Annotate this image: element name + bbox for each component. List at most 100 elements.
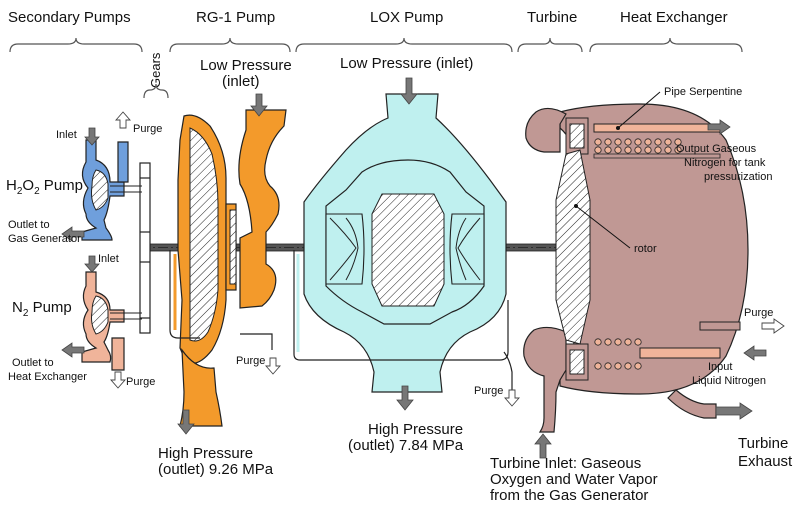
pipe-coil [614, 362, 622, 370]
rg1-pump [169, 109, 287, 427]
h2o2-pump-label: H2O2 Pump [6, 177, 83, 197]
pipe-serpentine-bottom [639, 347, 721, 359]
brace-rg1 [169, 37, 291, 53]
brace-gears [143, 83, 169, 99]
output-gaseous-label-3: pressurization [704, 171, 772, 183]
pipe-coil [634, 146, 642, 154]
input-ln2-label-1: Input [708, 361, 732, 373]
lox-purge-arrow [504, 389, 520, 407]
section-turbine: Turbine [527, 9, 577, 26]
pipe-coil [614, 146, 622, 154]
pipe-coil [594, 362, 602, 370]
n2-pump [81, 271, 142, 371]
hx-output-arrow [707, 119, 731, 135]
h2o2-purge-label: Purge [133, 123, 162, 135]
section-secondary-pumps: Secondary Pumps [8, 9, 131, 26]
outlet-gg-label-1: Outlet to [8, 219, 50, 231]
n2-purge-arrow [110, 371, 126, 389]
lox-purge-label: Purge [474, 385, 503, 397]
brace-turbine [517, 37, 583, 53]
pipe-coil [664, 138, 672, 146]
lox-high-pressure-label-2: (outlet) 7.84 MPa [348, 437, 464, 454]
pipe-coil [594, 146, 602, 154]
hx-purge-arrow [761, 318, 785, 334]
turbine-exhaust-label-1: Turbine [738, 435, 788, 452]
section-heat-exchanger: Heat Exchanger [620, 9, 728, 26]
turbine-heat-exchanger [523, 103, 749, 433]
pipe-coil [614, 338, 622, 346]
pipe-coil [674, 146, 682, 154]
pipe-coil [634, 338, 642, 346]
hx-purge-label: Purge [744, 307, 773, 319]
pipe-coil [604, 338, 612, 346]
leader-rotor [575, 205, 631, 249]
pipe-coil [604, 362, 612, 370]
pipe-coil [624, 338, 632, 346]
pipe-coil [634, 362, 642, 370]
rg1-high-pressure-label-1: High Pressure [158, 445, 253, 462]
rg1-purge-label: Purge [236, 355, 265, 367]
h2o2-inlet-arrow [84, 127, 100, 146]
rotor-label: rotor [634, 243, 657, 255]
n2-purge-label: Purge [126, 376, 155, 388]
h2o2-purge-arrow [115, 111, 131, 129]
rg1-low-pressure-label-1: Low Pressure [200, 57, 292, 74]
dot-pipe-serpentine [616, 126, 620, 130]
section-lox-pump: LOX Pump [370, 9, 443, 26]
rg1-outlet-arrow [177, 409, 195, 435]
output-gaseous-label-1: Output Gaseous [676, 143, 757, 155]
turbine-inlet-label-3: from the Gas Generator [490, 487, 648, 504]
lox-high-pressure-label-1: High Pressure [368, 421, 463, 438]
pipe-coils-bottom [594, 338, 642, 370]
turbine-inlet-label-2: Oxygen and Water Vapor [490, 471, 658, 488]
n2-inlet-arrow [84, 255, 100, 273]
h2o2-inlet-label: Inlet [56, 129, 77, 141]
pipe-coil [594, 338, 602, 346]
outlet-gg-label-2: Gas Generator [8, 233, 81, 245]
pipe-coils-top [594, 138, 682, 154]
leader-pipe-serpentine [617, 91, 661, 129]
pipe-coil [644, 138, 652, 146]
pipe-coil [644, 146, 652, 154]
turbine-exhaust-arrow [715, 402, 753, 420]
pipe-coil [664, 146, 672, 154]
output-gaseous-label-2: Nitrogen for tank [684, 157, 766, 169]
pipe-coil [614, 138, 622, 146]
pipe-coil [624, 146, 632, 154]
section-rg1-pump: RG-1 Pump [196, 9, 275, 26]
turbine-inlet-arrow [534, 433, 552, 459]
h2o2-outlet-arrow [61, 226, 85, 242]
hx-input-arrow [743, 345, 767, 361]
section-headers: Secondary Pumps RG-1 Pump LOX Pump Turbi… [8, 9, 743, 99]
pipe-coil [604, 138, 612, 146]
outlet-hx-label-1: Outlet to [12, 357, 54, 369]
rg1-low-pressure-label-2: (inlet) [222, 73, 260, 90]
pipe-coil [624, 362, 632, 370]
outlet-hx-label-2: Heat Exchanger [8, 371, 87, 383]
pipe-coil [624, 138, 632, 146]
pipe-coil [594, 138, 602, 146]
pipe-coil [654, 146, 662, 154]
lox-inlet-arrow [400, 77, 418, 105]
n2-outlet-arrow [61, 342, 85, 358]
n2-pump-label: N2 Pump [12, 299, 72, 319]
pipe-coil [604, 146, 612, 154]
turbine-exhaust-label-2: Exhaust [738, 453, 793, 470]
pipe-coil [654, 138, 662, 146]
lox-low-pressure-label: Low Pressure (inlet) [340, 55, 473, 72]
turbine-inlet-label-1: Turbine Inlet: Gaseous [490, 455, 641, 472]
dot-rotor [574, 204, 578, 208]
section-gears: Gears [148, 52, 163, 88]
n2-inlet-label: Inlet [98, 253, 119, 265]
input-ln2-label-2: Liquid Nitrogen [692, 375, 766, 387]
pipe-coil [674, 138, 682, 146]
lox-outlet-arrow [396, 385, 414, 411]
brace-lox [295, 37, 513, 53]
rg1-purge-arrow [265, 357, 281, 375]
pipe-serpentine-label: Pipe Serpentine [664, 86, 742, 98]
rg1-high-pressure-label-2: (outlet) 9.26 MPa [158, 461, 274, 478]
h2o2-pump [81, 139, 142, 241]
pipe-coil [634, 138, 642, 146]
